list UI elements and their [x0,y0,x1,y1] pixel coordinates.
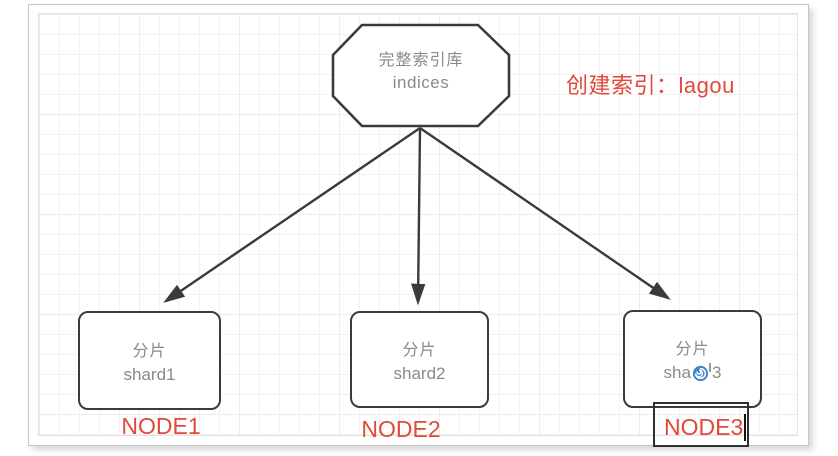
shard3-title: 分片 [675,341,710,358]
shard3-box[interactable]: 分片 sha 3 [623,310,762,408]
shard3-label-suffix: 3 [711,363,722,382]
node3-text-edit-box[interactable]: NODE3 [653,402,749,447]
shard3-label: sha 3 [663,362,722,383]
create-index-annotation[interactable]: 创建索引：lagou [566,73,735,98]
shard1-label: shard1 [123,364,176,384]
node3-label[interactable]: NODE3 [664,414,744,440]
letter-remnant [708,362,711,372]
node1-label[interactable]: NODE1 [121,413,201,439]
shard1-title: 分片 [132,342,167,360]
node2-label[interactable]: NODE2 [361,416,441,442]
index-octagon-shape[interactable] [331,23,511,128]
edge-arrow-indices-shard3[interactable] [419,127,671,300]
index-node-title: 完整索引库 [378,52,464,69]
shard2-title: 分片 [402,341,437,359]
shard2-label: shard2 [393,363,446,383]
shard2-box[interactable]: 分片 shard2 [350,311,489,408]
shard1-box[interactable]: 分片 shard1 [78,311,221,410]
text-caret [744,414,747,441]
edge-arrow-indices-shard1[interactable] [163,127,421,303]
edge-arrow-indices-shard2[interactable] [411,127,426,306]
index-node-label: 完整索引库 indices [333,46,509,93]
loading-spinner-icon [692,365,709,381]
index-node-subtitle: indices [392,73,450,92]
shard3-label-prefix: sha [663,363,691,382]
